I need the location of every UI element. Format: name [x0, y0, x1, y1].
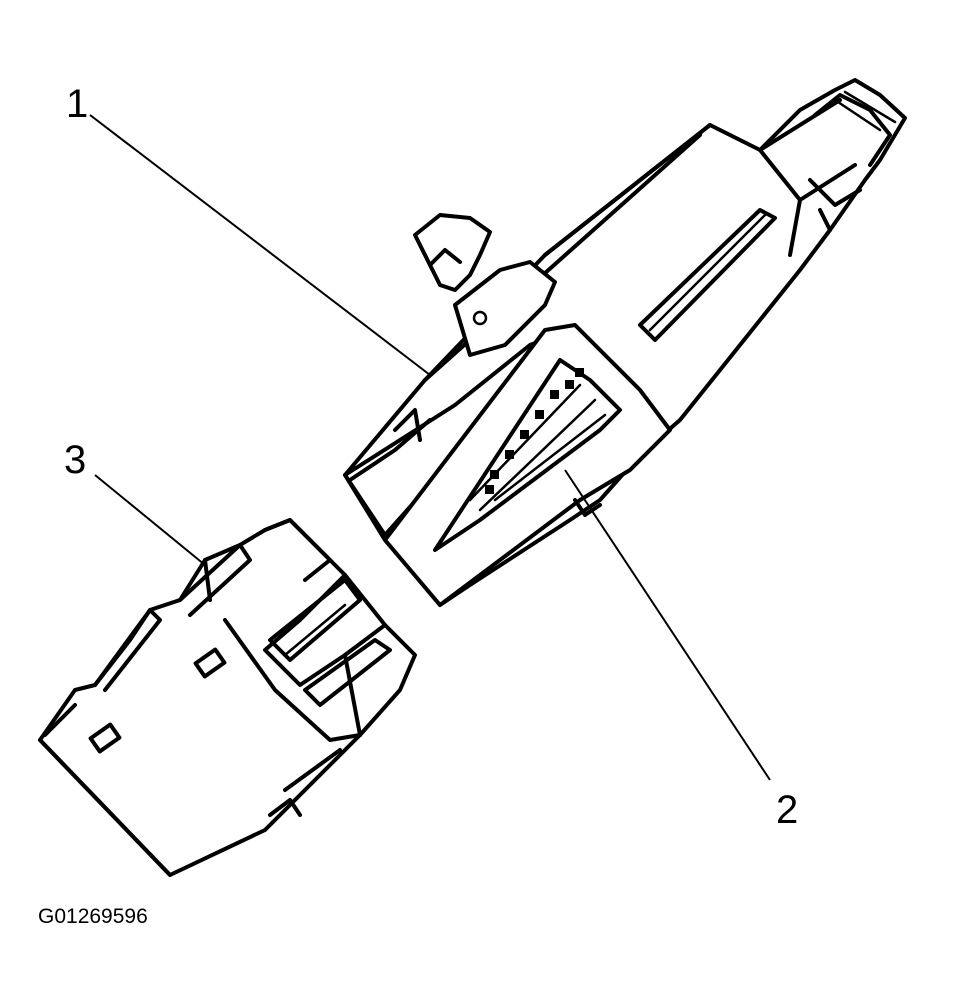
callout-1: 1 [66, 82, 89, 126]
leader-line-2 [564, 469, 771, 781]
connector-body-1 [343, 78, 907, 607]
callout-3: 3 [64, 438, 87, 482]
terminal-cavities [485, 368, 584, 494]
leader-line-3 [94, 474, 206, 566]
callout-2: 2 [776, 788, 799, 832]
leader-line-1 [89, 114, 431, 376]
figure-id: G01269596 [38, 905, 148, 928]
mating-connector-3 [38, 518, 417, 877]
